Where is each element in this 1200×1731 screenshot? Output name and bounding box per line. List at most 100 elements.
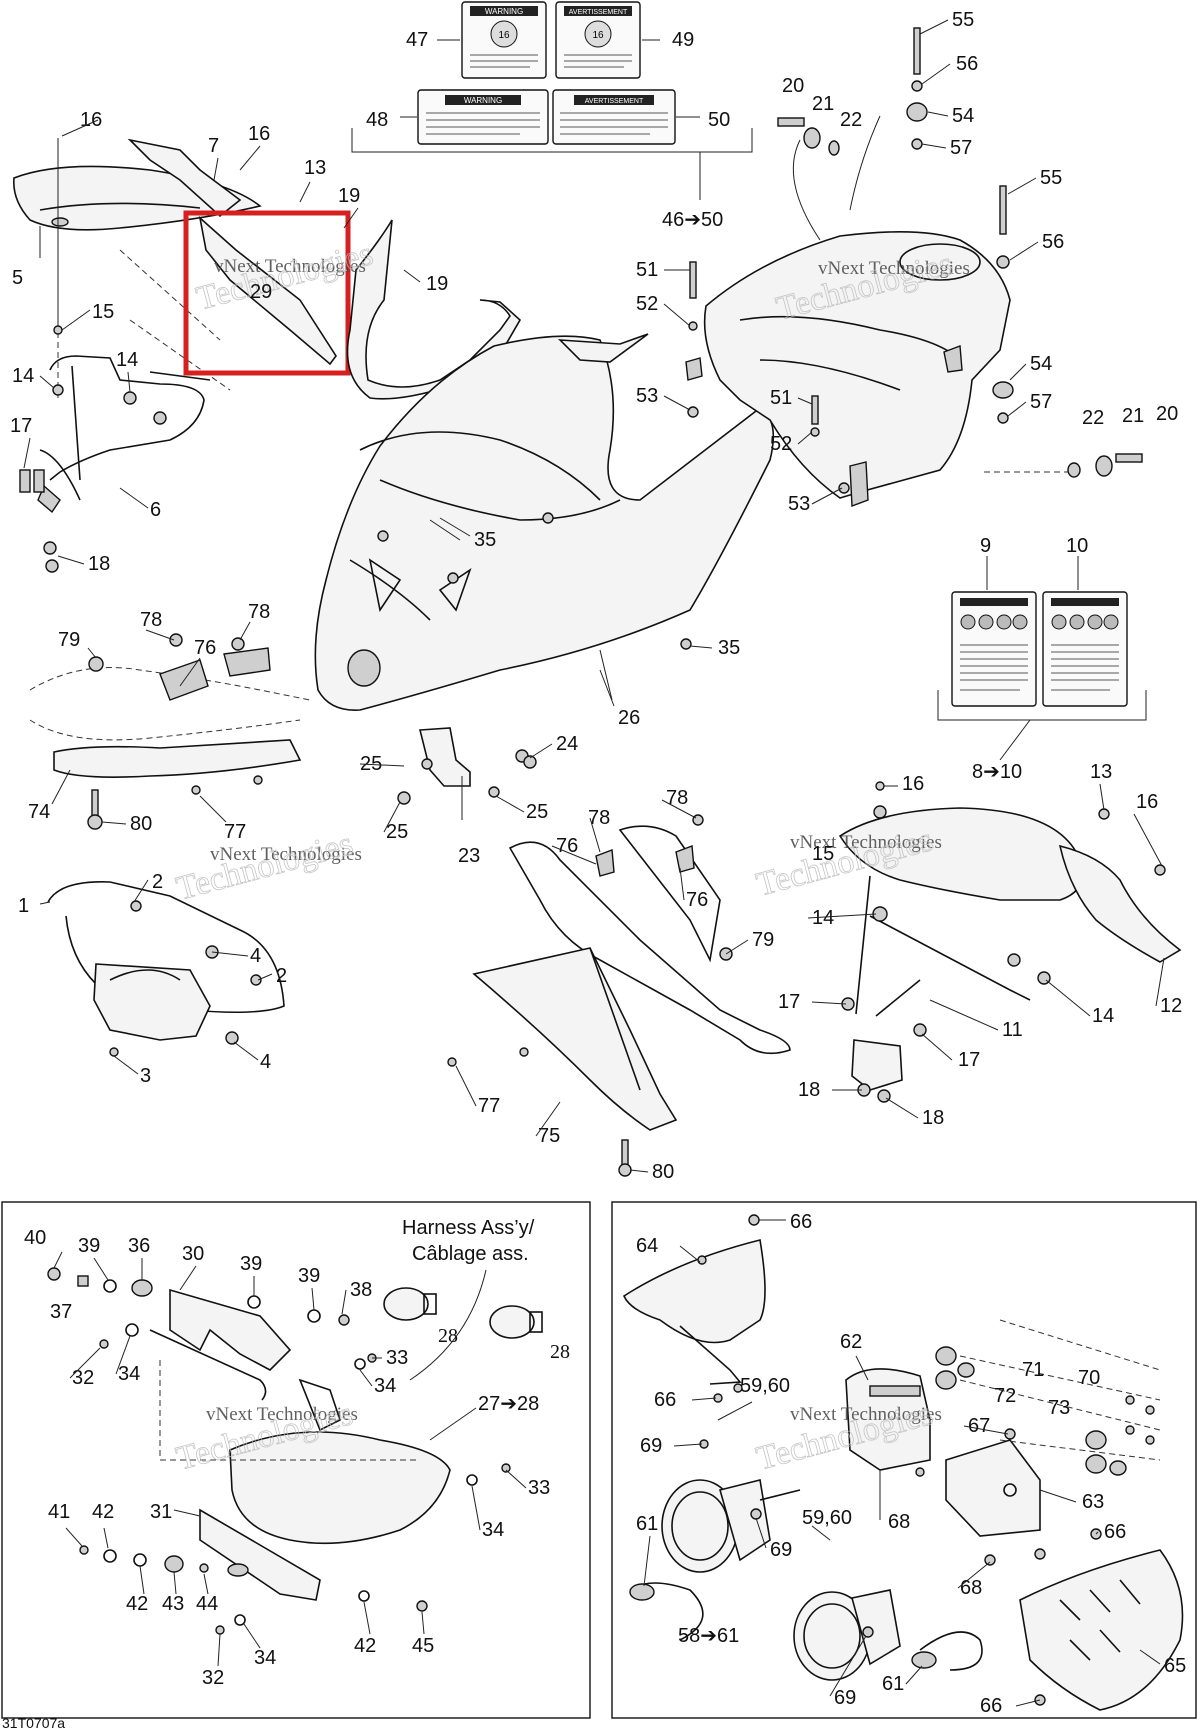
callout-51: 51	[770, 387, 792, 409]
callout-8-10: 8➔10	[972, 761, 1022, 783]
part-29-panel	[198, 215, 337, 366]
callout-15: 15	[92, 301, 114, 323]
callout-54: 54	[952, 105, 974, 127]
callout-44: 44	[196, 1593, 218, 1615]
callout-66: 66	[790, 1211, 812, 1233]
watermark-text: Technologies	[172, 825, 356, 908]
callout-10: 10	[1066, 535, 1088, 557]
callout-55: 55	[1040, 167, 1062, 189]
decal-47-title: WARNING	[485, 7, 523, 16]
decal-49-age: 16	[592, 30, 604, 41]
callout-37: 37	[50, 1301, 72, 1323]
callout-69: 69	[834, 1687, 856, 1709]
callout-61: 61	[882, 1673, 904, 1695]
callout-78: 78	[666, 787, 688, 809]
callout-80: 80	[130, 813, 152, 835]
callout-26: 26	[618, 707, 640, 729]
callout-34: 34	[254, 1647, 276, 1669]
callout-78: 78	[248, 601, 270, 623]
callout-4: 4	[260, 1051, 271, 1073]
callout-12: 12	[1160, 995, 1182, 1017]
callout-38: 38	[350, 1279, 372, 1301]
callout-22: 22	[1082, 407, 1104, 429]
callout-32: 32	[72, 1367, 94, 1389]
callout-69: 69	[640, 1435, 662, 1457]
callout-52: 52	[636, 293, 658, 315]
callout-18: 18	[88, 553, 110, 575]
harness-label-line2: Câblage ass.	[412, 1243, 529, 1265]
callout-27-28: 27➔28	[478, 1393, 539, 1415]
callout-14: 14	[12, 365, 34, 387]
callout-58-61: 58➔61	[678, 1625, 739, 1647]
callout-6: 6	[150, 499, 161, 521]
callout-56: 56	[1042, 231, 1064, 253]
callout-32: 32	[202, 1667, 224, 1689]
callout-35: 35	[474, 529, 496, 551]
callout-29: 29	[250, 281, 272, 303]
callout-18: 18	[922, 1107, 944, 1129]
callout-16: 16	[902, 773, 924, 795]
callout-9: 9	[980, 535, 991, 557]
callout-34: 34	[482, 1519, 504, 1541]
callout-25: 25	[386, 821, 408, 843]
callout-33: 33	[386, 1347, 408, 1369]
watermark-text: vNext Technologies	[790, 832, 942, 853]
callout-73: 73	[1048, 1397, 1070, 1419]
callout-13: 13	[1090, 761, 1112, 783]
callout-64: 64	[636, 1235, 658, 1257]
tank-cover-assembly	[685, 27, 1143, 507]
callout-31: 31	[150, 1501, 172, 1523]
callout-77: 77	[478, 1095, 500, 1117]
skid-plate-74	[29, 633, 311, 830]
callout-55: 55	[952, 9, 974, 31]
callout-63: 63	[1082, 1491, 1104, 1513]
watermark-text: vNext Technologies	[790, 1404, 942, 1425]
callout-14: 14	[812, 907, 834, 929]
callout-3: 3	[140, 1065, 151, 1087]
callout-71: 71	[1022, 1359, 1044, 1381]
callout-39: 39	[240, 1253, 262, 1275]
decal-group-47-50: WARNING 16 AVERTISSEMENT 16 WARNING AVER…	[351, 1, 753, 200]
callout-19: 19	[426, 273, 448, 295]
callout-76: 76	[686, 889, 708, 911]
callout-36: 36	[128, 1235, 150, 1257]
callout-66: 66	[980, 1695, 1002, 1717]
callout-14: 14	[116, 349, 138, 371]
watermark-text: vNext Technologies	[210, 844, 362, 865]
callout-16: 16	[1136, 791, 1158, 813]
skid-frame-75	[447, 814, 791, 1177]
callout-68: 68	[960, 1577, 982, 1599]
callout-80: 80	[652, 1161, 674, 1183]
headlight-housing-assembly	[47, 1267, 543, 1635]
callout-39: 39	[78, 1235, 100, 1257]
callout-25: 25	[360, 753, 382, 775]
callout-45: 45	[412, 1635, 434, 1657]
callout-49: 49	[672, 29, 694, 51]
decal-49-title: AVERTISSEMENT	[569, 9, 628, 16]
callout-77: 77	[224, 821, 246, 843]
callout-14: 14	[1092, 1005, 1114, 1027]
callout-24: 24	[556, 733, 578, 755]
callout-59-60: 59,60	[740, 1375, 790, 1397]
callout-67: 67	[968, 1415, 990, 1437]
callout-15: 15	[812, 843, 834, 865]
callout-68: 68	[888, 1511, 910, 1533]
leader-lines	[23, 19, 1165, 1707]
callout-20: 20	[1156, 403, 1178, 425]
lower-right-frame	[611, 1201, 1197, 1719]
callout-66: 66	[654, 1389, 676, 1411]
callout-42: 42	[354, 1635, 376, 1657]
callout-41: 41	[48, 1501, 70, 1523]
callout-13: 13	[304, 157, 326, 179]
callout-66: 66	[1104, 1521, 1126, 1543]
callout-79: 79	[752, 929, 774, 951]
callout-47: 47	[406, 29, 428, 51]
callout-11: 11	[1002, 1019, 1023, 1041]
bracket-assembly-23	[397, 727, 537, 820]
watermark-text: vNext Technologies	[818, 258, 970, 279]
callout-40: 40	[24, 1227, 46, 1249]
callout-59-60: 59,60	[802, 1507, 852, 1529]
callout-72: 72	[994, 1385, 1016, 1407]
callout-76: 76	[556, 835, 578, 857]
